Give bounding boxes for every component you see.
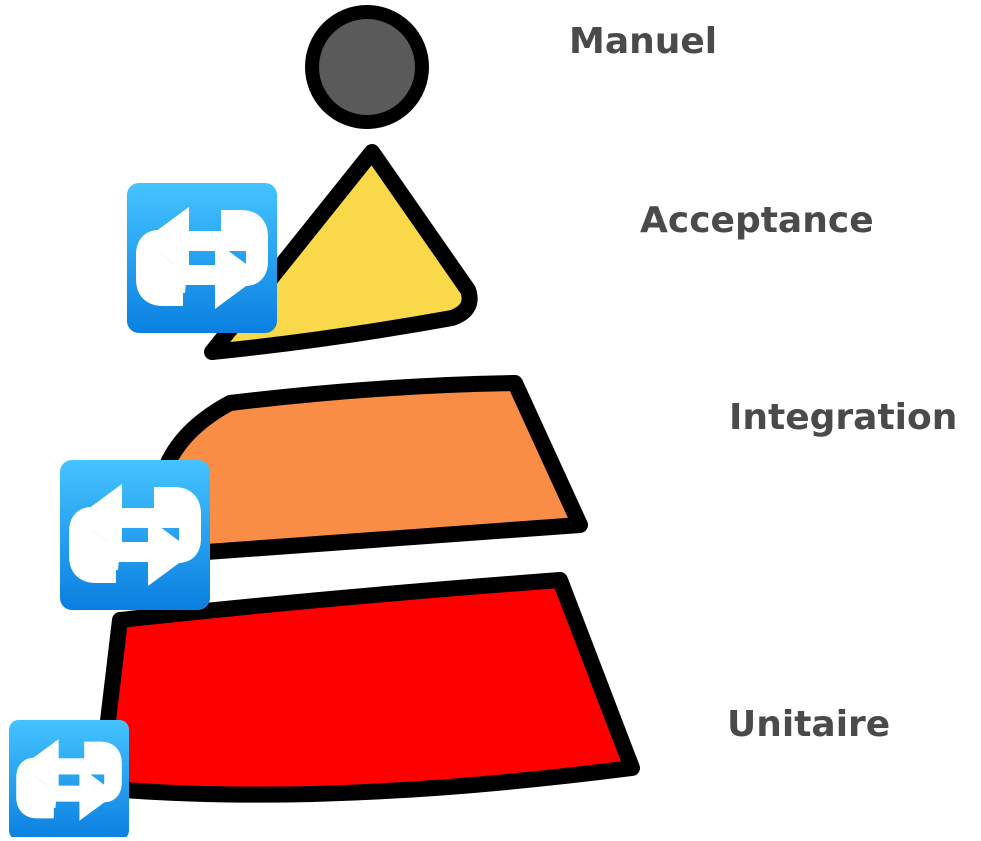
manuel-label: Manuel — [569, 21, 718, 62]
unitaire-band — [92, 572, 640, 803]
repeat-arrows-icon — [60, 460, 210, 610]
unitaire-label: Unitaire — [727, 704, 891, 745]
integration-label: Integration — [729, 397, 958, 438]
integration-band — [157, 375, 588, 563]
repeat-arrows-icon — [9, 720, 129, 837]
manuel-circle — [305, 5, 429, 129]
repeat-arrows-icon — [127, 183, 277, 333]
acceptance-label: Acceptance — [640, 200, 874, 241]
